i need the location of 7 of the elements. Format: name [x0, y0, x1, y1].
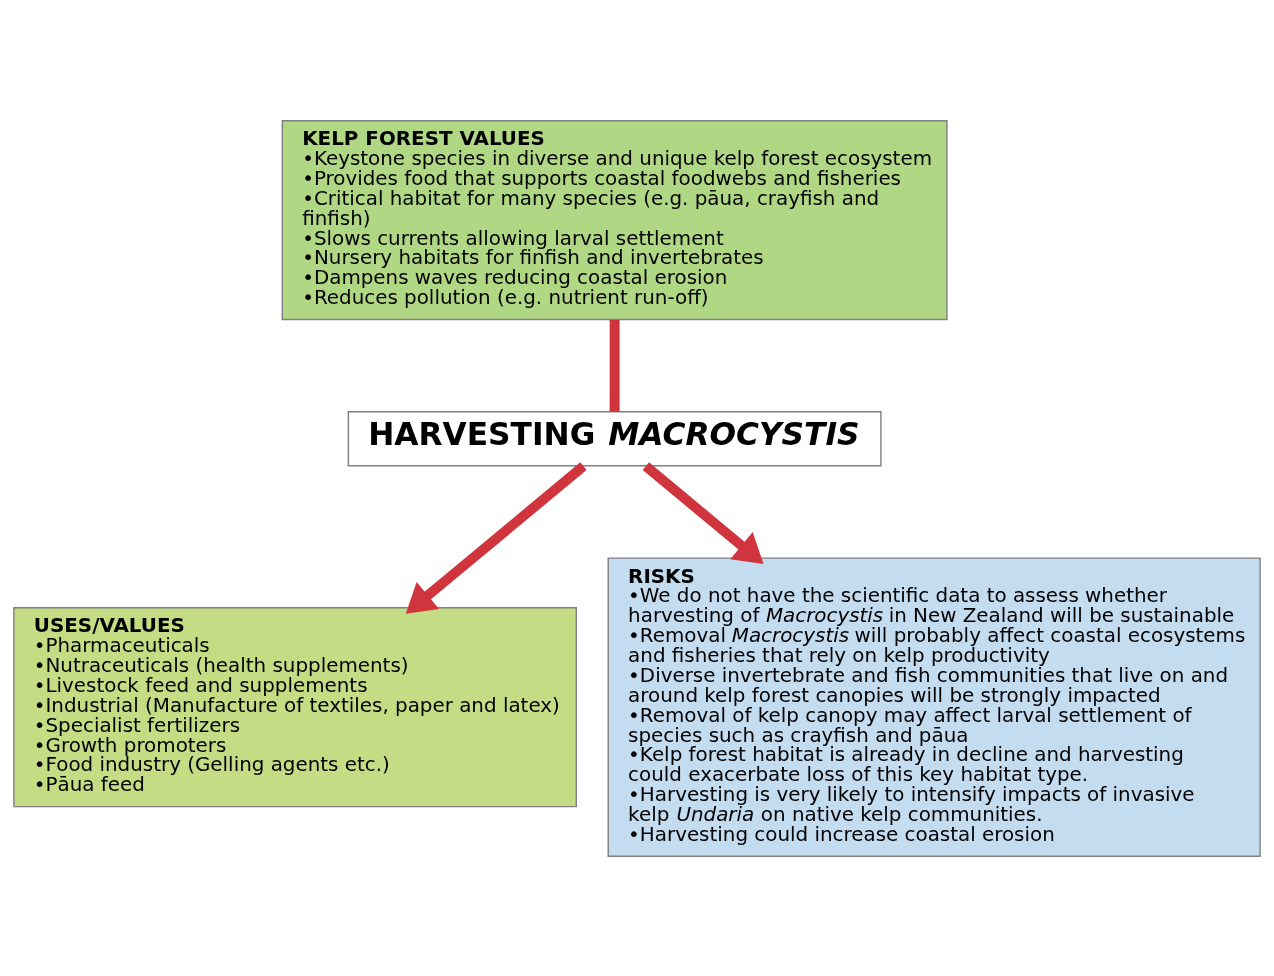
connector: [609, 319, 620, 412]
node-box: RISKS •We do not have the scientific data to assess whether harvesting of Macrocystis in New Zealand will be sustainable •Removal Macrocystis will probably affect coastal ecosystems and fisheries that rely on kelp productivity •Diverse invertebrate and fish communities that live on and around kelp forest canopies will be strongly impacted •Removal of kelp canopy may affect larval settlement of species such as crayfish and pāua •Kelp forest habitat is already in decline and harvesting could exacerbate loss of this key habitat type. •Harvesting is very likely to intensify impacts of invasive kelp Undaria on native kelp communities. •Harvesting could increase coastal erosion: [607, 556, 1261, 857]
node-box: USES/VALUES •Pharmaceuticals •Nutraceuticals (health supplements) •Livestock feed and supplements •Industrial (Manufacture of textiles, paper and latex) •Specialist fertilizers •Growth promoters •Food industry (Gelling agents etc.) •Pāua feed: [13, 606, 577, 807]
node-box: HARVESTING MACROCYSTIS: [347, 410, 882, 466]
arrow: [405, 461, 587, 614]
node-box: KELP FOREST VALUES •Keystone species in diverse and unique kelp forest ecosystem •Provides food that supports coastal foodwebs and fisheries •Critical habitat for many species (e.g. pāua, crayfish and finfish) •Slows currents allowing larval settlement •Nursery habitats for finfish and invertebrates •Dampens waves reducing coastal erosion •Reduces pollution (e.g. nutrient run-off): [281, 119, 948, 320]
arrow: [642, 461, 764, 564]
